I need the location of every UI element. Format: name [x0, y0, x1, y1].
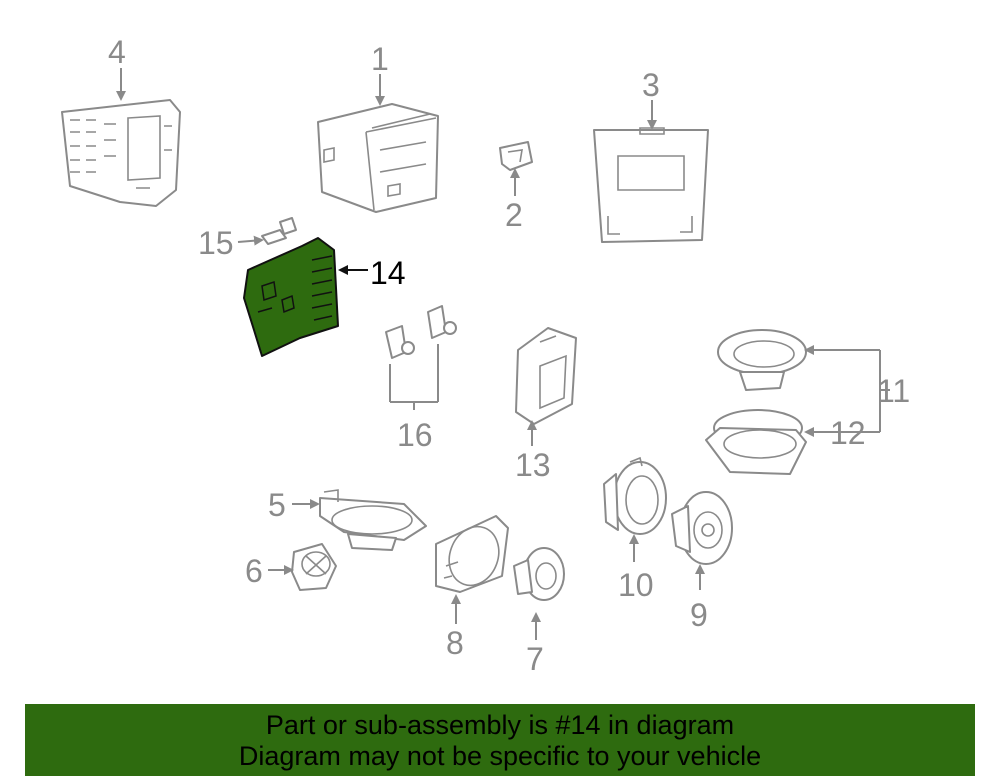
- banner-line-2: Diagram may not be specific to your vehi…: [238, 741, 762, 771]
- callout-6: 6: [245, 553, 263, 589]
- callout-11: 11: [877, 373, 910, 409]
- part-6-tweeter: [291, 543, 337, 591]
- callout-5: 5: [268, 487, 286, 523]
- part-7-speaker: [513, 547, 565, 601]
- part-11-speaker: [717, 329, 807, 391]
- part-4-bracket: [61, 99, 181, 207]
- callout-16: 16: [397, 417, 433, 453]
- part-13-module: [515, 327, 577, 425]
- part-14-module: [243, 237, 339, 357]
- callout-12: 12: [830, 415, 866, 451]
- callout-1: 1: [371, 41, 389, 77]
- leader-16: [389, 344, 439, 410]
- part-1-radio: [317, 103, 439, 213]
- part-15-bolt: [261, 217, 297, 245]
- callout-2: 2: [505, 197, 523, 233]
- callout-13: 13: [515, 447, 551, 483]
- callout-9: 9: [690, 597, 708, 633]
- callout-15: 15: [198, 225, 234, 261]
- banner-line-1: Part or sub-assembly is #14 in diagram: [265, 710, 735, 740]
- callout-3: 3: [642, 67, 660, 103]
- part-16-clips: [385, 305, 457, 359]
- leader-15: [237, 235, 264, 246]
- part-8-speaker: [435, 515, 509, 593]
- part-2-clip: [499, 141, 533, 171]
- callout-4: 4: [108, 34, 126, 70]
- info-banner: Part or sub-assembly is #14 in diagram D…: [25, 704, 975, 776]
- part-9-speaker: [671, 491, 733, 565]
- callout-8: 8: [446, 625, 464, 661]
- parts-diagram: 4 1 2 3 15 14 16: [61, 34, 910, 677]
- part-5-speaker: [319, 489, 427, 551]
- part-10-speaker: [603, 456, 667, 535]
- part-3-panel: [593, 127, 709, 243]
- callout-10: 10: [618, 567, 654, 603]
- part-12-adapter: [705, 409, 807, 475]
- callout-14: 14: [370, 255, 406, 291]
- callout-7: 7: [526, 641, 544, 677]
